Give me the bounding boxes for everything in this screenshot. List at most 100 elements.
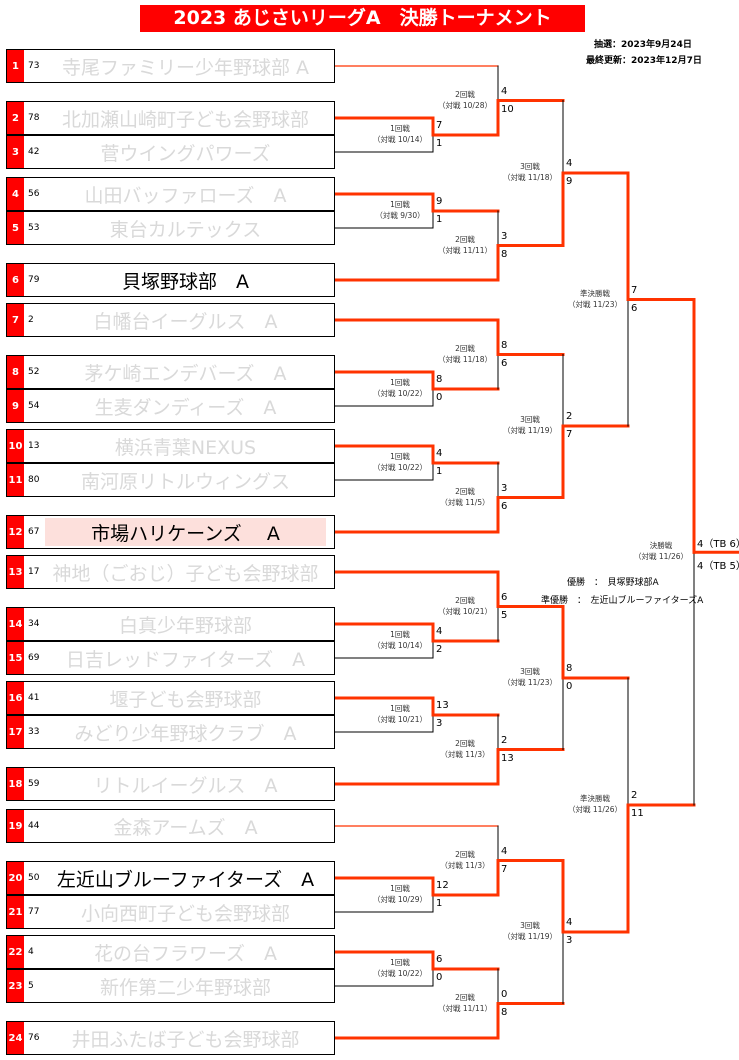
match-date: （対戦 11/26） (634, 552, 688, 562)
team-name: 花の台フラワーズ A (93, 942, 278, 965)
team-number: 34 (28, 619, 40, 629)
score-bottom: 7 (566, 429, 573, 440)
match-label: 3回戦（対戦 11/19） (490, 920, 570, 942)
match-date: （対戦 10/21） (373, 715, 427, 724)
seed-number: 1 (7, 50, 24, 82)
team-name: 東台カルテックス (109, 218, 262, 241)
team-row: 13 17 神地（ごおじ）子ども会野球部 (6, 555, 335, 589)
team-row: 16 41 堰子ども会野球部 (6, 681, 335, 715)
seed-number: 3 (7, 136, 24, 168)
team-number: 56 (28, 189, 40, 199)
score-bottom: 6 (501, 500, 508, 512)
score-top: 2 (566, 411, 573, 422)
match-label: 2回戦（対戦 11/3） (425, 849, 505, 871)
score-top: 3 (501, 230, 508, 242)
match-date: （対戦 9/30） (375, 211, 425, 220)
seed-number: 20 (7, 862, 24, 894)
seed-number: 8 (7, 356, 24, 388)
team-number: 5 (28, 981, 34, 991)
team-row: 22 4 花の台フラワーズ A (6, 935, 335, 969)
team-number: 17 (28, 567, 40, 577)
team-number: 78 (28, 113, 40, 123)
score-top: 6 (436, 954, 443, 965)
score-bottom: 1 (436, 898, 443, 909)
team-number: 4 (28, 947, 34, 957)
team-number: 52 (28, 367, 40, 377)
team-row: 4 56 山田バッファローズ A (6, 177, 335, 211)
team-row: 14 34 白真少年野球部 (6, 607, 335, 641)
team-name: 左近山ブルーファイターズ A (56, 868, 315, 891)
seed-number: 19 (7, 810, 24, 842)
team-name: みどり少年野球クラブ A (74, 722, 297, 745)
team-name: 寺尾ファミリー少年野球部 A (61, 56, 310, 79)
match-date: （対戦 11/3） (440, 860, 490, 870)
match-date: （対戦 11/18） (503, 173, 557, 182)
team-row: 2 78 北加瀬山崎町子ども会野球部 (6, 101, 335, 135)
match-label: 2回戦（対戦 10/28） (425, 89, 505, 111)
match-label: 3回戦（対戦 11/18） (490, 161, 570, 183)
seed-number: 18 (7, 768, 24, 800)
seed-number: 7 (7, 304, 24, 336)
winner-text: 優勝 ： 貝塚野球部A (567, 578, 659, 588)
score-top: 9 (436, 196, 443, 207)
match-date: （対戦 11/3） (440, 749, 490, 759)
round-name: 1回戦 (390, 452, 410, 461)
team-number: 73 (28, 61, 40, 71)
score-bottom: 13 (501, 752, 514, 764)
score-top: 13 (436, 700, 449, 711)
team-row: 1 73 寺尾ファミリー少年野球部 A (6, 49, 335, 83)
team-number: 77 (28, 907, 40, 917)
match-label: 1回戦 （対戦 10/21） (360, 703, 440, 725)
match-date: （対戦 10/21） (438, 606, 492, 616)
match-label: 2回戦（対戦 11/5） (425, 486, 505, 508)
team-name: 生麦ダンディーズ A (94, 396, 277, 419)
team-row: 19 44 金森アームズ A (6, 809, 335, 843)
round-name: 準決勝戦 (580, 288, 610, 298)
team-number: 54 (28, 401, 40, 411)
score-bottom: 1 (436, 214, 443, 225)
team-name: 堰子ども会野球部 (109, 688, 262, 711)
match-label: 準決勝戦（対戦 11/26） (555, 793, 635, 815)
round-name: 1回戦 (390, 200, 410, 209)
score-top: 8 (436, 374, 443, 385)
match-label: 準決勝戦（対戦 11/23） (555, 288, 635, 310)
team-name: 菅ウイングパワーズ (100, 142, 271, 165)
score-top: 4 (436, 448, 443, 459)
round-name: 決勝戦 (649, 541, 673, 551)
match-label: 決勝戦（対戦 11/26） (621, 540, 701, 562)
score-bottom: 4（TB 5） (697, 561, 739, 573)
seed-number: 4 (7, 178, 24, 210)
match-label: 1回戦（対戦 10/14） (360, 123, 440, 145)
score-bottom: 9 (566, 176, 573, 187)
score-top: 4 (501, 845, 508, 857)
match-date: （対戦 11/19） (503, 426, 557, 435)
team-row: 18 59 リトルイーグルス A (6, 767, 335, 801)
seed-number: 14 (7, 608, 24, 640)
team-number: 2 (28, 315, 34, 325)
round-name: 1回戦 (390, 704, 410, 713)
team-number: 33 (28, 727, 40, 737)
score-bottom: 10 (501, 103, 514, 115)
team-name: 市場ハリケーンズ A (45, 518, 326, 546)
score-bottom: 6 (501, 357, 508, 369)
seed-number: 13 (7, 556, 24, 588)
score-bottom: 2 (436, 644, 443, 655)
team-row: 3 42 菅ウイングパワーズ (6, 135, 335, 169)
round-name: 2回戦 (455, 595, 475, 605)
team-name: 南河原リトルウィングス (80, 470, 290, 493)
score-top: 3 (501, 482, 508, 494)
team-row: 6 79 貝塚野球部 A (6, 263, 335, 297)
match-date: （対戦 11/5） (440, 497, 490, 507)
team-row: 9 54 生麦ダンディーズ A (6, 389, 335, 423)
team-name: 金森アームズ A (113, 816, 258, 839)
team-row: 7 2 白幡台イーグルス A (6, 303, 335, 337)
match-label: 1回戦（対戦 10/29） (360, 883, 440, 905)
score-bottom: 8 (501, 1006, 508, 1018)
team-name: 日吉レッドファイターズ A (65, 648, 306, 671)
team-name: リトルイーグルス A (93, 774, 278, 797)
match-date: （対戦 10/22） (373, 389, 427, 398)
match-label: 3回戦（対戦 11/19） (490, 414, 570, 436)
score-top: 2 (631, 790, 638, 801)
team-number: 53 (28, 223, 40, 233)
team-number: 69 (28, 653, 40, 663)
